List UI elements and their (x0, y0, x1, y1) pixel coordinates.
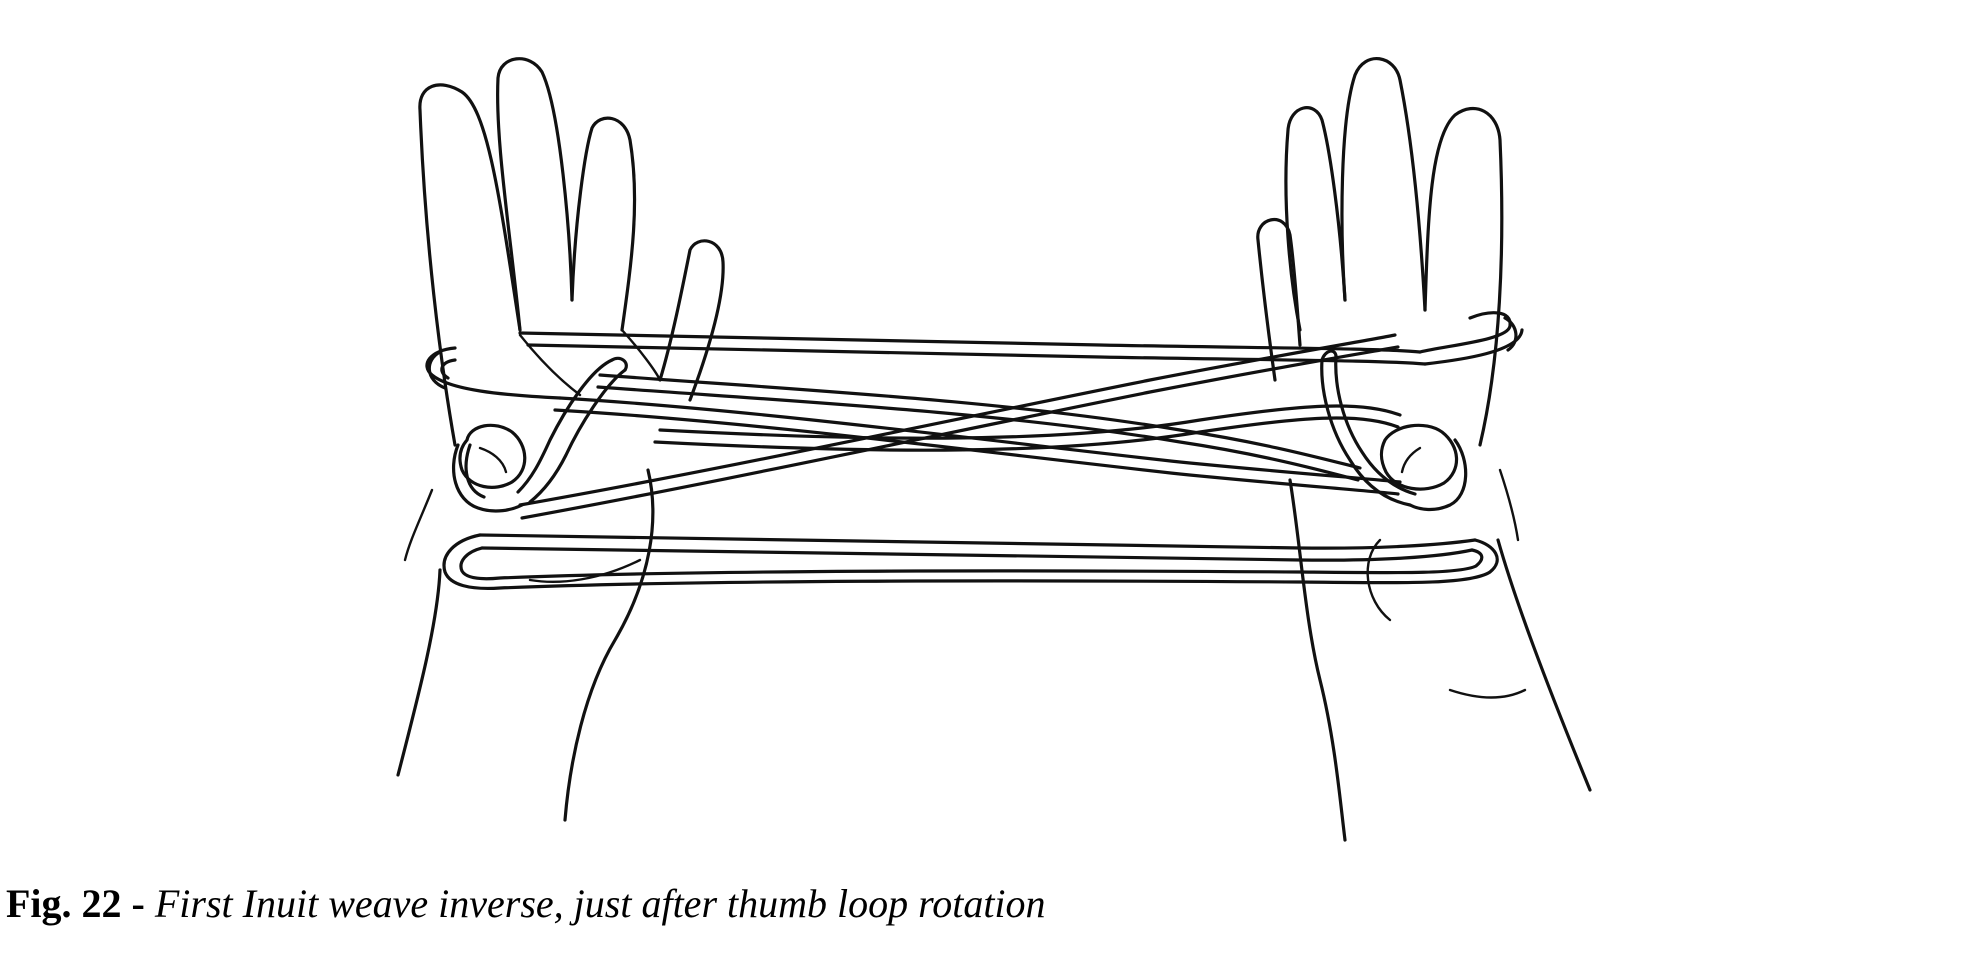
string-figure-drawing (396, 57, 1592, 842)
left-hand (396, 57, 725, 822)
right-hand (1256, 57, 1592, 842)
figure-separator: - (121, 881, 155, 926)
figure-label: Fig. 22 (6, 881, 122, 926)
far-string (427, 316, 1518, 390)
left-thumb-loop (451, 356, 628, 513)
right-thumb-loop (1320, 349, 1468, 512)
crossing-strings (425, 311, 1524, 520)
figure-caption: Fig. 22 - First Inuit weave inverse, jus… (6, 856, 1966, 956)
figure-caption-text: First Inuit weave inverse, just after th… (154, 881, 1046, 926)
string-figure-illustration (396, 57, 1592, 842)
near-string (442, 533, 1499, 591)
